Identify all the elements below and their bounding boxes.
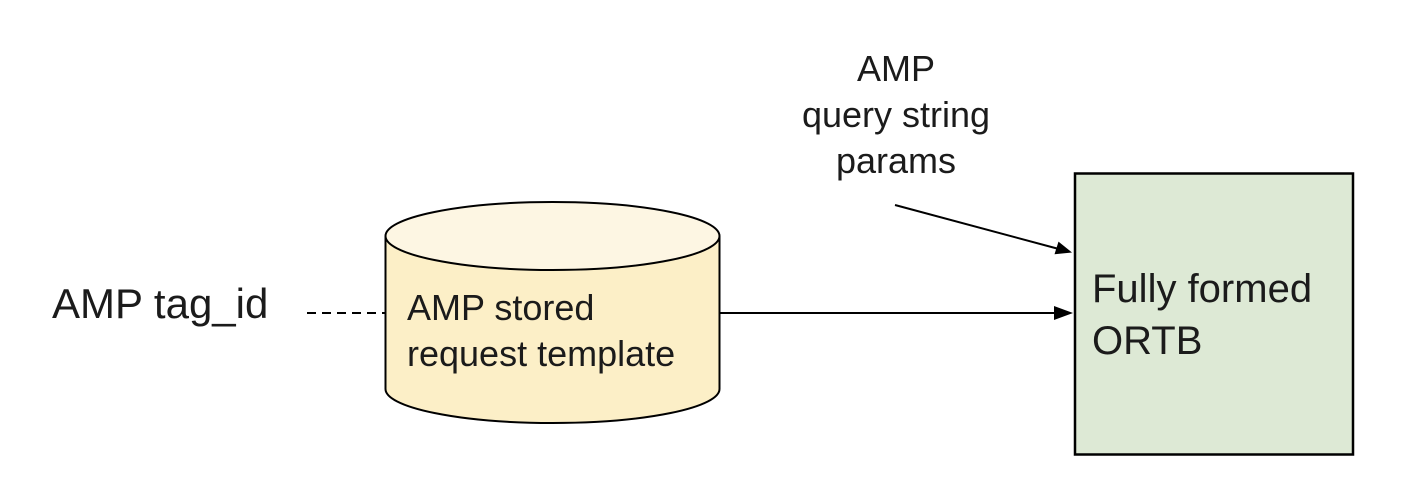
tag-id-label: AMP tag_id [52,280,269,327]
cylinder-body-shape [384,236,721,424]
query-string-params-label: AMP query string params [801,48,991,181]
connector-queryparams-to-ortb-line [894,204,1058,250]
arrowhead-queryparams-to-ortb [1054,241,1072,255]
cylinder-stored-request-template [384,201,721,424]
fully-formed-ortb-label: Fully formed ORTB [1092,267,1313,363]
arrowhead-template-to-ortb [1054,306,1073,320]
connector-template-to-ortb [719,306,1073,320]
connector-queryparams-to-ortb [894,204,1072,255]
stored-request-template-label: AMP stored request template [407,287,676,374]
ortb-box-shape [1073,172,1355,456]
cylinder-top-shape [384,201,721,271]
